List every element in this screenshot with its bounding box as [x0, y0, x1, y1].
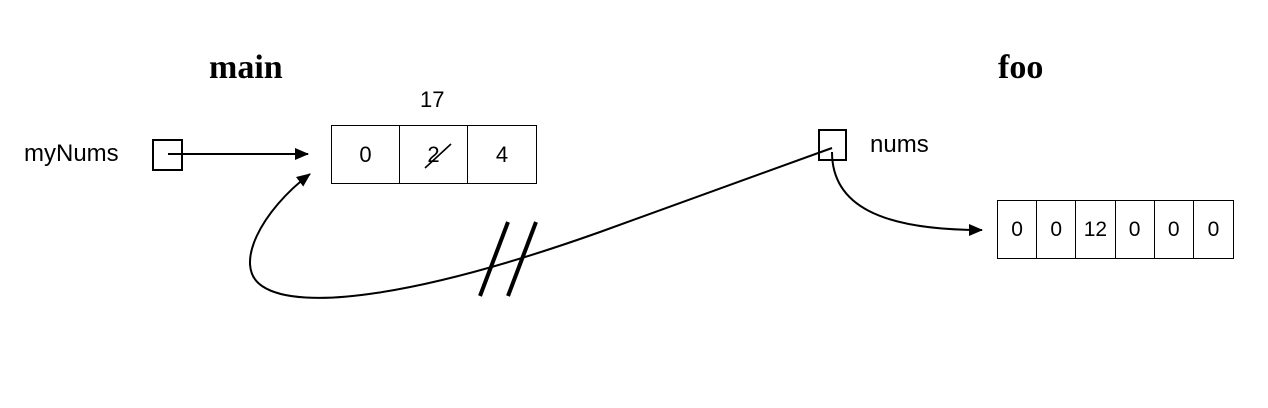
foo-array-cell-4-value: 0 [1167, 218, 1180, 241]
break-mark-right [506, 221, 538, 297]
main-array-cell-0: 0 [332, 126, 400, 183]
arrow-nums-old-to-main-array [249, 147, 833, 299]
variable-label-nums: nums [870, 131, 929, 158]
foo-array-cell-1-value: 0 [1050, 218, 1063, 241]
foo-array-cell-2: 12 [1076, 201, 1116, 258]
foo-array-cell-5: 0 [1194, 201, 1233, 258]
foo-array: 0 0 12 0 0 0 [997, 200, 1234, 259]
foo-array-cell-3: 0 [1116, 201, 1155, 258]
foo-array-cell-1: 0 [1037, 201, 1077, 258]
variable-label-mynums: myNums [24, 140, 119, 167]
break-mark-left [478, 221, 510, 297]
main-array-annotation: 17 [420, 87, 445, 112]
foo-array-cell-3-value: 0 [1128, 218, 1141, 241]
foo-array-cell-2-value: 12 [1083, 218, 1108, 241]
arrow-nums-to-foo-array [831, 151, 983, 236]
main-array-cell-2-value: 4 [495, 141, 509, 167]
frame-title-foo: foo [998, 49, 1044, 86]
frame-title-main: main [209, 49, 283, 86]
foo-array-cell-0-value: 0 [1011, 218, 1023, 241]
foo-array-cell-0: 0 [998, 201, 1038, 258]
main-array-cell-2: 4 [468, 126, 536, 183]
foo-array-cell-5-value: 0 [1207, 218, 1220, 241]
foo-array-cell-4: 0 [1155, 201, 1194, 258]
main-array-cell-0-value: 0 [359, 141, 372, 167]
